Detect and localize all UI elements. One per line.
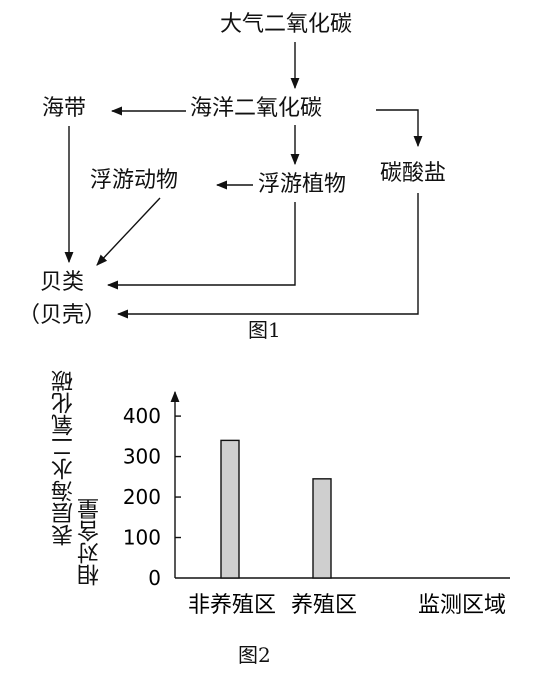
arrow-ocean-to-carbonate xyxy=(376,109,423,148)
chart-x-category-label: 监测区域 xyxy=(418,593,506,618)
chart-x-category-label: 养殖区 xyxy=(291,593,357,618)
chart-bar xyxy=(220,439,240,579)
node-phytoplankton: 浮游植物 xyxy=(258,172,347,197)
chart-y-tick-label: 200 xyxy=(123,485,161,509)
figure-2-caption: 图2 xyxy=(238,643,271,667)
node-zooplankton: 浮游动物 xyxy=(90,168,179,193)
chart-bar xyxy=(312,478,332,579)
node-shellfish: 贝类 xyxy=(40,270,85,295)
chart-y-tick-label: 400 xyxy=(123,404,161,428)
node-carbonate: 碳酸盐 xyxy=(380,161,447,186)
figure-1-caption: 图1 xyxy=(248,318,281,342)
node-ocean-co2: 海洋二氧化碳 xyxy=(190,96,323,121)
chart-y-tick-label: 0 xyxy=(148,566,161,590)
chart-y-tick-label: 100 xyxy=(123,526,161,550)
node-atmospheric-co2: 大气二氧化碳 xyxy=(220,12,353,37)
arrow-carbonate-to-shell xyxy=(116,193,419,319)
arrow-zooplankton-to-shellfish xyxy=(96,197,161,266)
chart-x-category-label: 非养殖区 xyxy=(188,593,276,618)
arrow-phytoplankton-to-shellfish xyxy=(106,202,296,290)
node-kelp: 海带 xyxy=(42,96,87,121)
chart-y-tick-label: 300 xyxy=(123,445,161,469)
node-shell: （贝壳） xyxy=(18,303,107,328)
